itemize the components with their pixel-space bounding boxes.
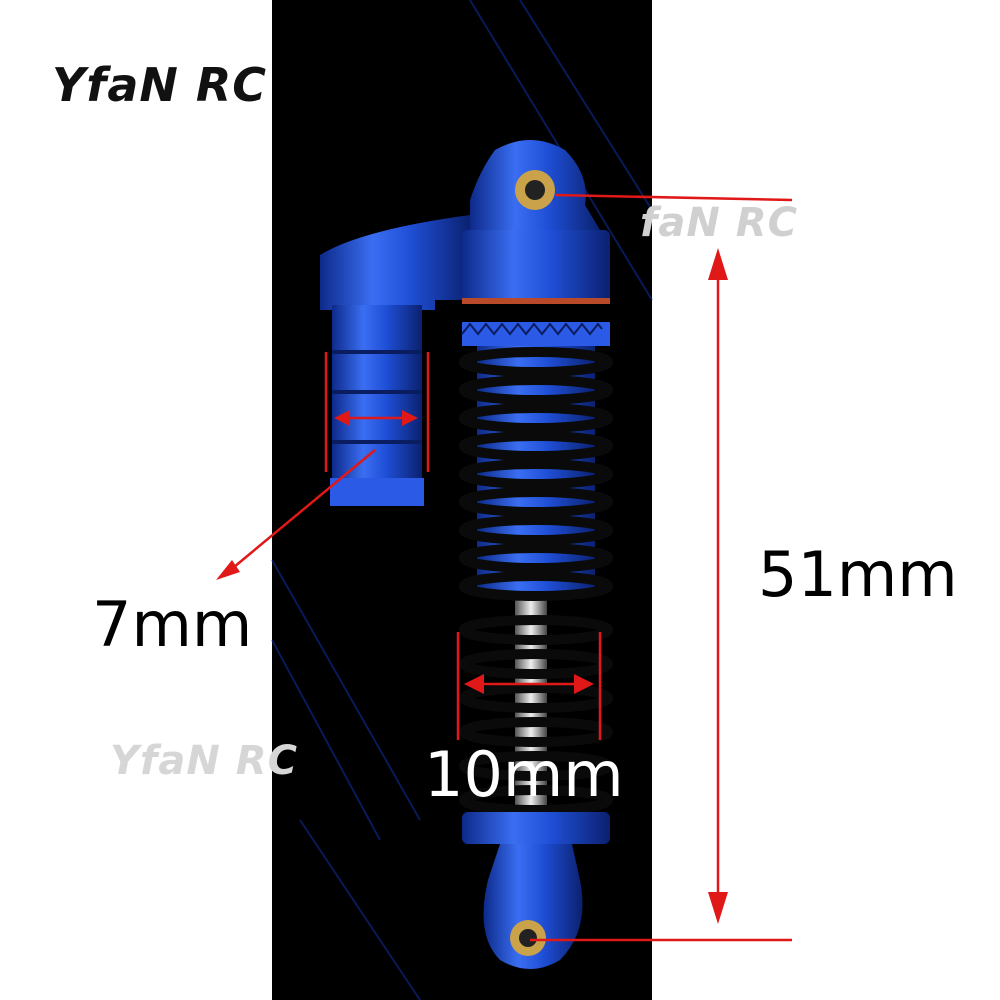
top-cap <box>462 230 610 302</box>
bottom-spring-seat <box>462 812 610 844</box>
reservoir-diameter-label: 7mm <box>92 588 253 661</box>
brand-logo: YfaN RC <box>52 58 268 112</box>
spring-diameter-label: 10mm <box>424 738 624 811</box>
spring <box>459 347 613 815</box>
watermark-logo: faN RC <box>640 200 798 246</box>
background-streaks <box>271 0 653 1000</box>
bottom-mount <box>483 844 583 969</box>
watermark-logo: YfaN RC <box>110 738 298 784</box>
overall-length-label: 51mm <box>758 538 958 611</box>
reservoir-arm <box>320 215 470 310</box>
dimension-annotations <box>216 193 793 942</box>
